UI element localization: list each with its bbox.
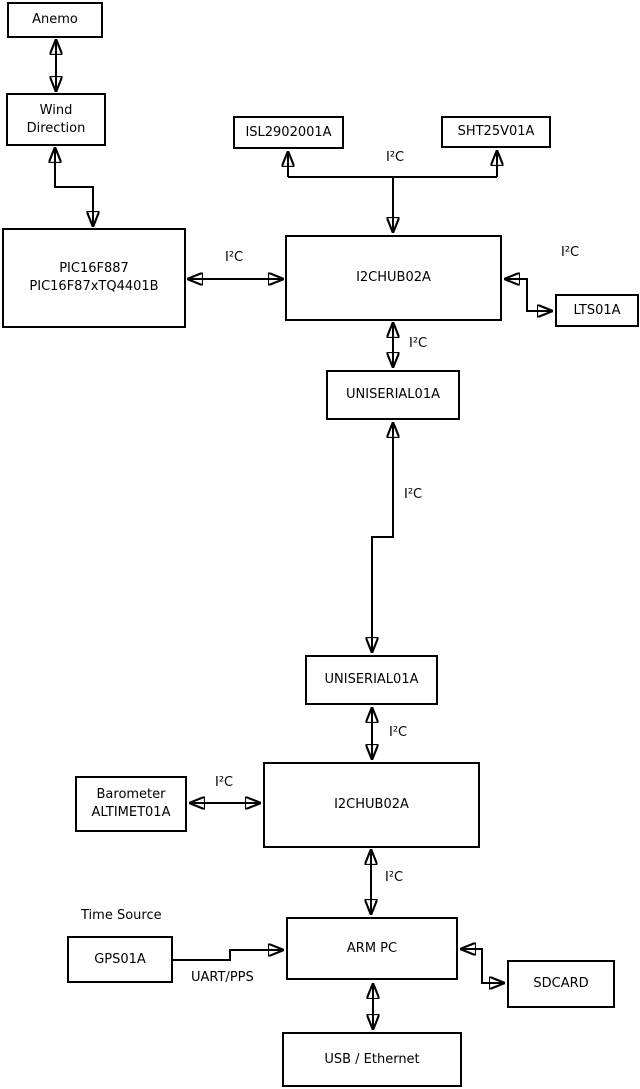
edge-armpc-sdcard — [460, 949, 505, 983]
node-usb-ethernet: USB / Ethernet — [282, 1032, 462, 1087]
label-uart-pps: UART/PPS — [191, 970, 254, 985]
label-i2c-hub2-armpc: I²C — [385, 870, 404, 885]
edge-gps-armpc — [173, 950, 284, 961]
node-isl2902001a: ISL2902001A — [233, 116, 344, 149]
label-i2c-pic-hub1: I²C — [225, 250, 244, 265]
node-barometer-altimet01a: Barometer ALTIMET01A — [75, 776, 187, 832]
node-i2chub02a-1: I2CHUB02A — [285, 235, 502, 321]
label-i2c-hub1-lts: I²C — [561, 245, 580, 260]
node-lts01a: LTS01A — [555, 294, 639, 327]
label-i2c-barometer-hub2: I²C — [215, 775, 234, 790]
label-i2c-hub1-uniserial1: I²C — [409, 336, 428, 351]
node-arm-pc: ARM PC — [286, 917, 458, 980]
node-uniserial01a-1: UNISERIAL01A — [326, 370, 460, 420]
label-i2c-sensor-bus: I²C — [386, 150, 405, 165]
edge-hub1-lts — [504, 279, 553, 311]
edge-wind-direction-pic — [55, 147, 93, 227]
label-i2c-uniserial2-hub2: I²C — [389, 725, 408, 740]
node-sht25v01a: SHT25V01A — [441, 116, 551, 148]
node-anemo: Anemo — [7, 2, 103, 38]
node-uniserial01a-2: UNISERIAL01A — [305, 655, 438, 705]
edge-uniserial1-uniserial2 — [372, 422, 393, 653]
node-wind-direction: Wind Direction — [6, 93, 106, 146]
node-sdcard: SDCARD — [507, 960, 615, 1008]
label-i2c-uniserial-link: I²C — [404, 487, 423, 502]
node-i2chub02a-2: I2CHUB02A — [263, 762, 480, 848]
node-pic-microcontroller: PIC16F887 PIC16F87xTQ4401B — [2, 228, 186, 328]
label-time-source: Time Source — [81, 908, 162, 923]
node-gps01a: GPS01A — [67, 936, 173, 983]
